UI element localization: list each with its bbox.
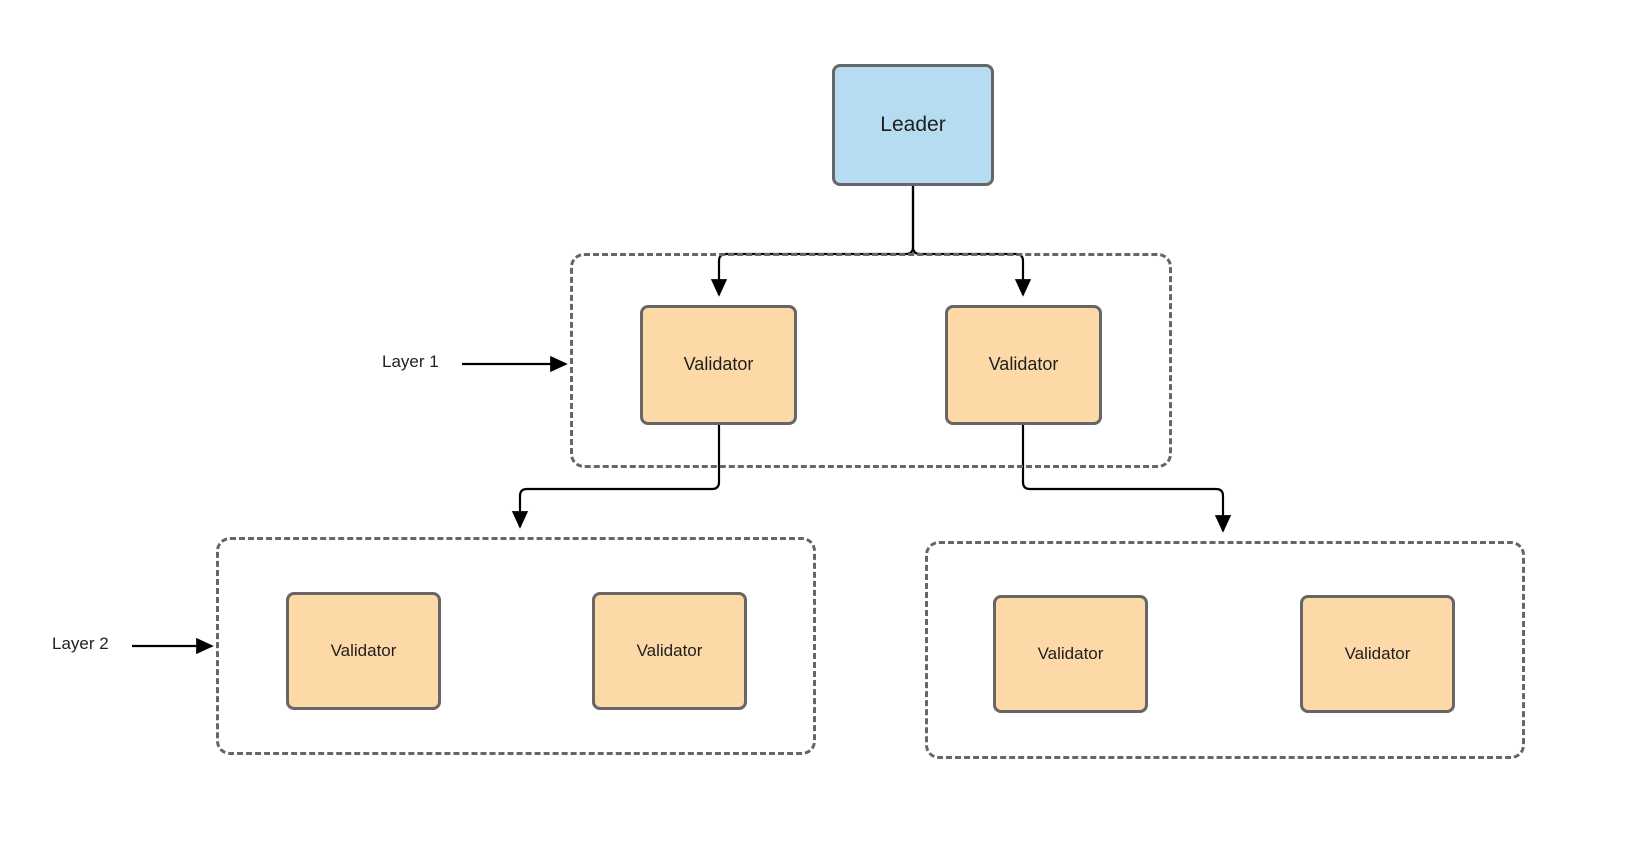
node-leader[interactable]: Leader: [832, 64, 994, 186]
annotation-layer-1: Layer 1: [382, 352, 439, 372]
node-layer1-validator-2-label: Validator: [988, 354, 1059, 375]
annotation-layer-2-label: Layer 2: [52, 634, 109, 653]
node-layer2-left-validator-1[interactable]: Validator: [286, 592, 441, 710]
node-layer1-validator-2[interactable]: Validator: [945, 305, 1102, 425]
node-layer1-validator-1[interactable]: Validator: [640, 305, 797, 425]
group-layer-1: [570, 253, 1172, 468]
node-layer1-validator-1-label: Validator: [683, 354, 754, 375]
node-layer2-right-validator-2-label: Validator: [1344, 643, 1411, 663]
node-layer2-right-validator-1[interactable]: Validator: [993, 595, 1148, 713]
node-layer2-right-validator-1-label: Validator: [1037, 643, 1104, 663]
group-layer-2-right: [925, 541, 1525, 759]
group-layer-2-left: [216, 537, 816, 755]
node-leader-label: Leader: [880, 113, 946, 137]
node-layer2-left-validator-2[interactable]: Validator: [592, 592, 747, 710]
node-layer2-right-validator-2[interactable]: Validator: [1300, 595, 1455, 713]
annotation-layer-2: Layer 2: [52, 634, 109, 654]
node-layer2-left-validator-1-label: Validator: [330, 640, 397, 660]
annotation-layer-1-label: Layer 1: [382, 352, 439, 371]
node-layer2-left-validator-2-label: Validator: [636, 640, 703, 660]
